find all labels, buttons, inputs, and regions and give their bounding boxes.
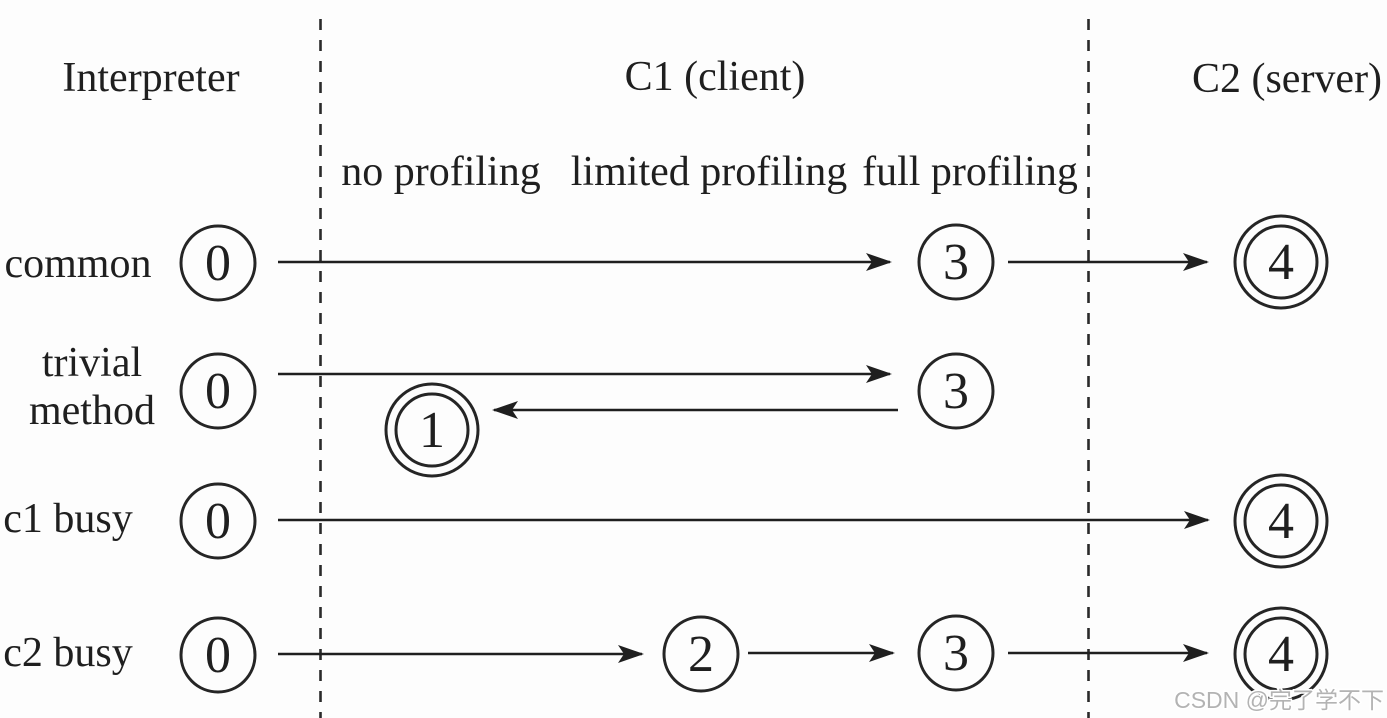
state-value: 4 (1268, 234, 1294, 291)
state-circle-c2busy-4-final: 4 (1233, 606, 1329, 702)
state-circle-c2busy-0: 0 (179, 616, 257, 694)
state-value: 0 (205, 235, 231, 292)
row-label-common: common (5, 241, 152, 287)
state-value: 3 (943, 625, 969, 682)
state-value: 3 (943, 234, 969, 291)
state-value: 1 (419, 402, 445, 459)
row-label-trivial-line2: method (29, 388, 155, 434)
state-circle-common-4-final: 4 (1233, 214, 1329, 310)
mode-label-no-profiling: no profiling (341, 149, 540, 195)
state-circle-trivial-1-final: 1 (384, 382, 480, 478)
state-circle-trivial-3: 3 (917, 352, 995, 430)
header-c2-server: C2 (server) (1192, 56, 1382, 102)
state-value: 0 (205, 493, 231, 550)
state-circle-trivial-0: 0 (179, 352, 257, 430)
state-value: 3 (943, 363, 969, 420)
state-value: 4 (1268, 493, 1294, 550)
state-circle-c1busy-4-final: 4 (1233, 473, 1329, 569)
state-value: 2 (688, 626, 714, 683)
state-circle-common-3: 3 (917, 223, 995, 301)
state-value: 0 (205, 627, 231, 684)
mode-label-full-profiling: full profiling (862, 149, 1078, 195)
header-interpreter: Interpreter (62, 55, 239, 101)
row-label-trivial-line1: trivial (42, 340, 142, 386)
state-circle-common-0: 0 (179, 224, 257, 302)
state-value: 4 (1268, 626, 1294, 683)
state-value: 0 (205, 363, 231, 420)
state-circle-c2busy-3: 3 (917, 614, 995, 692)
state-circle-c1busy-0: 0 (179, 482, 257, 560)
mode-label-limited-profiling: limited profiling (571, 149, 847, 195)
state-circle-c2busy-2: 2 (662, 615, 740, 693)
row-label-c1-busy: c1 busy (3, 496, 133, 542)
row-label-c2-busy: c2 busy (3, 630, 133, 676)
header-c1-client: C1 (client) (625, 54, 806, 100)
csdn-watermark: CSDN @完了学不下 (1174, 687, 1384, 713)
